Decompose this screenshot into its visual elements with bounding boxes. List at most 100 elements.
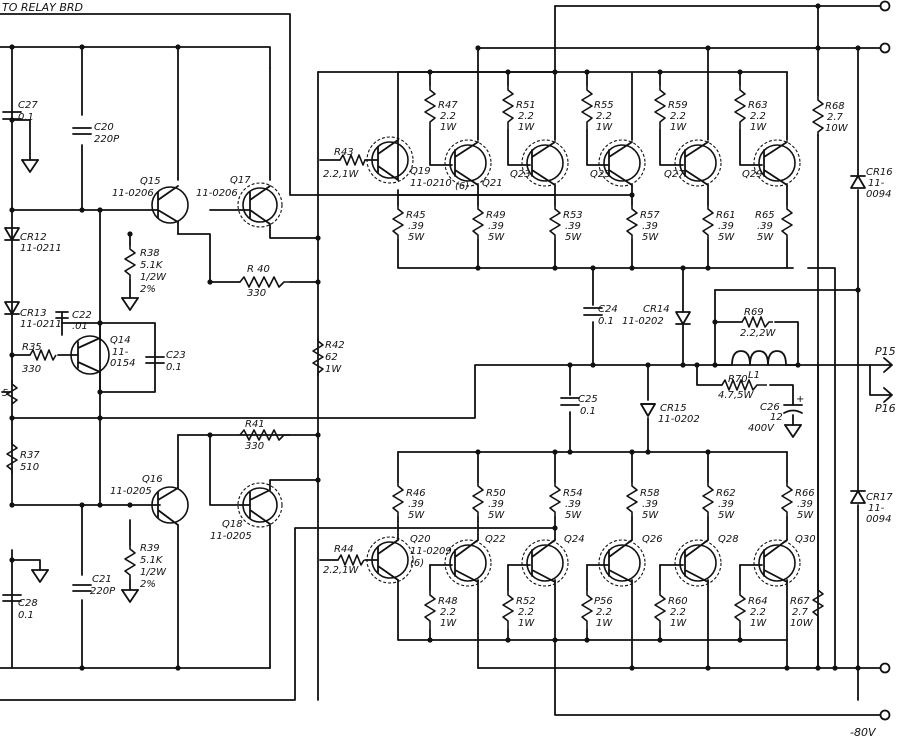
- q20-ref: Q20: [410, 534, 431, 545]
- r62-ref: R62: [716, 488, 736, 499]
- r58-v2: 5W: [642, 510, 659, 521]
- q19-ref: Q19: [410, 166, 431, 177]
- r45-v2: 5W: [408, 232, 425, 243]
- r66-v1: .39: [797, 499, 813, 510]
- r38-v2: 1/2W: [140, 272, 167, 283]
- r57-v1: .39: [642, 221, 658, 232]
- pot-fragment: 5: [2, 388, 8, 399]
- q26-ref: Q26: [642, 534, 663, 545]
- r42-v2: 1W: [325, 364, 342, 375]
- r55-v2: 1W: [596, 122, 613, 133]
- r38-v1: 5.1K: [140, 260, 164, 271]
- capacitor-bodies: [2, 111, 803, 602]
- r52-ref: R52: [516, 596, 536, 607]
- wiring: [0, 5, 881, 716]
- resistor-bodies: [1, 85, 824, 630]
- r56-v1: 2.2: [596, 607, 612, 618]
- r50-v2: 5W: [488, 510, 505, 521]
- q15-ref: Q15: [140, 176, 161, 187]
- q19-part: 11-0210: [410, 178, 452, 189]
- output-terminals: [869, 0, 893, 721]
- q27-ref: Q27: [664, 169, 685, 180]
- r48-v1: 2.2: [440, 607, 456, 618]
- r47-ref: R47: [438, 100, 458, 111]
- r62-v1: .39: [718, 499, 734, 510]
- c28-ref: C28: [18, 598, 38, 609]
- q15-part: 11-0206: [112, 188, 154, 199]
- r66-ref: R66: [795, 488, 815, 499]
- c24-val: 0.1: [598, 316, 614, 327]
- cr13-ref: CR13: [20, 308, 47, 319]
- r57-ref: R57: [640, 210, 660, 221]
- r68-v2: 10W: [825, 123, 849, 134]
- r58-v1: .39: [642, 499, 658, 510]
- c26-v2: 400V: [748, 423, 775, 434]
- r46-v1: .39: [408, 499, 424, 510]
- r40-ref: R 40: [247, 264, 270, 275]
- q25-ref: Q25: [590, 169, 611, 180]
- r52-v2: 1W: [518, 618, 535, 629]
- r53-ref: R53: [563, 210, 583, 221]
- r47-v1: 2.2: [440, 111, 456, 122]
- r64-v2: 1W: [750, 618, 767, 629]
- neg-rail-label: -80V: [850, 726, 877, 739]
- p15-label: P15: [875, 345, 896, 358]
- r66-v2: 5W: [797, 510, 814, 521]
- r46-v2: 5W: [408, 510, 425, 521]
- r55-v1: 2.2: [596, 111, 612, 122]
- r56-v2: 1W: [596, 618, 613, 629]
- cr17-v1: 11-: [868, 503, 885, 514]
- cr17-ref: CR17: [866, 492, 893, 503]
- r49-ref: R49: [486, 210, 506, 221]
- r64-ref: R64: [748, 596, 768, 607]
- cr14-val: 11-0202: [622, 316, 664, 327]
- c25-val: 0.1: [580, 406, 596, 417]
- r40-val: 330: [247, 288, 266, 299]
- r69-val: 2.2,2W: [740, 328, 776, 339]
- q19-extra: (6): [455, 181, 469, 192]
- c23-ref: C23: [166, 350, 186, 361]
- r57-v2: 5W: [642, 232, 659, 243]
- r65-ref: R65: [755, 210, 775, 221]
- r48-v2: 1W: [440, 618, 457, 629]
- q22-ref: Q22: [485, 534, 506, 545]
- r44-ref: R44: [334, 544, 354, 555]
- r59-v2: 1W: [670, 122, 687, 133]
- r49-v2: 5W: [488, 232, 505, 243]
- r38-v3: 2%: [140, 284, 156, 295]
- q17-ref: Q17: [230, 175, 251, 186]
- diode-bodies: [4, 175, 866, 504]
- r52-v1: 2.2: [518, 607, 534, 618]
- r43-ref: R43: [334, 147, 354, 158]
- r63-v1: 2.2: [750, 111, 766, 122]
- r63-v2: 1W: [750, 122, 767, 133]
- r50-v1: .39: [488, 499, 504, 510]
- r39-ref: R39: [140, 543, 160, 554]
- c24-ref: C24: [598, 304, 618, 315]
- r68-v1: 2.7: [827, 112, 844, 123]
- r39-v1: 5.1K: [140, 555, 164, 566]
- c27-val: 0.1: [18, 112, 34, 123]
- q29-ref: Q29: [742, 169, 763, 180]
- q20-extra: (6): [410, 558, 424, 569]
- r49-v1: .39: [488, 221, 504, 232]
- cr16-ref: CR16: [866, 167, 893, 178]
- r39-v2: 1/2W: [140, 567, 167, 578]
- r64-v1: 2.2: [750, 607, 766, 618]
- c25-ref: C25: [578, 394, 598, 405]
- c26-v1: 12: [770, 412, 783, 423]
- c21-ref: C21: [92, 574, 112, 585]
- r56-ref: P56: [594, 596, 613, 607]
- r53-v1: .39: [565, 221, 581, 232]
- q14-part: 11-: [112, 347, 129, 358]
- r51-v2: 1W: [518, 122, 535, 133]
- c20-ref: C20: [94, 122, 114, 133]
- r41-ref: R41: [245, 419, 265, 430]
- r37-val: 510: [20, 462, 39, 473]
- c20-val: 220P: [94, 134, 120, 145]
- r60-ref: R60: [668, 596, 688, 607]
- r45-v1: .39: [408, 221, 424, 232]
- c21-val: 220P: [90, 586, 116, 597]
